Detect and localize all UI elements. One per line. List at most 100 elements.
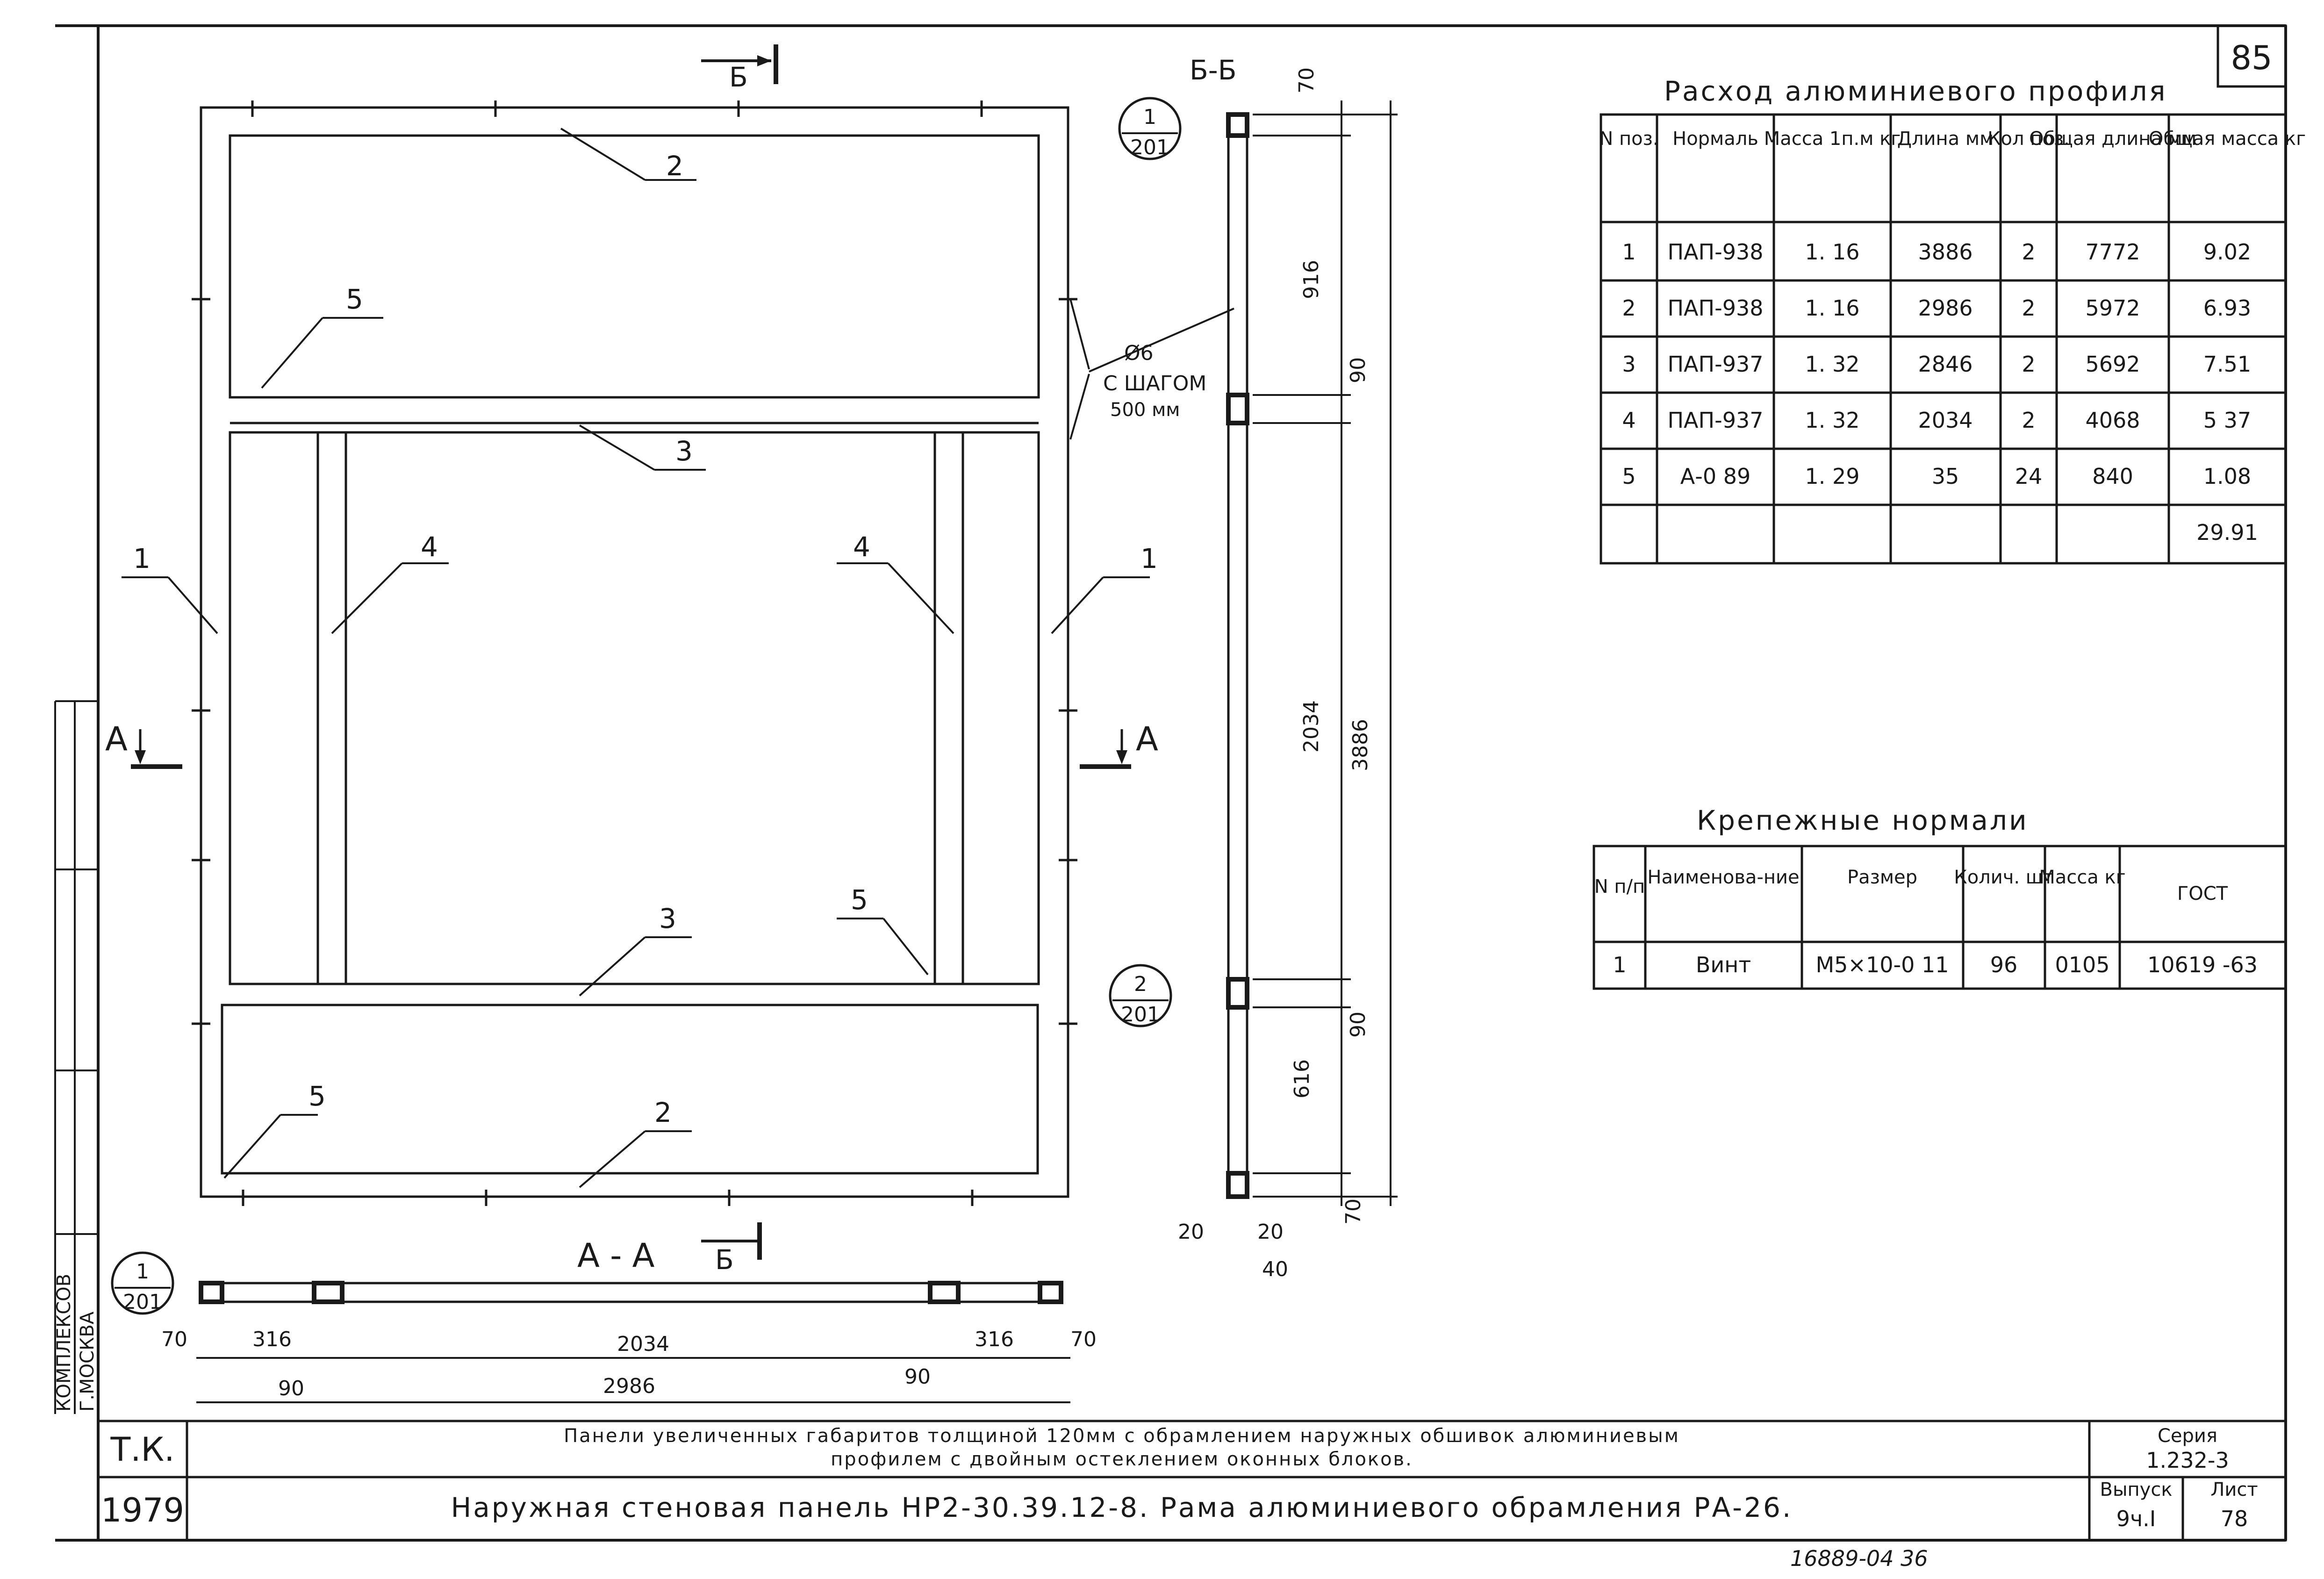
dim-bb-70-top: 70	[1295, 67, 1319, 93]
svg-text:35: 35	[1932, 464, 1959, 489]
svg-text:Винт: Винт	[1696, 952, 1751, 977]
dim-aa-316-left: 316	[252, 1328, 292, 1351]
svg-text:Б-Б: Б-Б	[1190, 54, 1237, 86]
svg-text:96: 96	[1990, 952, 2018, 977]
svg-text:10619 -63: 10619 -63	[2147, 952, 2258, 977]
page-number-box: 85	[2216, 24, 2287, 88]
svg-text:5: 5	[1622, 464, 1635, 489]
svg-text:840: 840	[2092, 464, 2133, 489]
fastener-table-title: Крепежные нормали	[1697, 804, 2029, 836]
sheet-value: 78	[2221, 1506, 2248, 1531]
outer-frame	[200, 106, 1069, 1198]
pos-label-4-right: 4	[853, 531, 870, 563]
dim-bb-70-bot: 70	[1341, 1199, 1365, 1225]
svg-text:500 мм: 500 мм	[1110, 399, 1180, 421]
stamp-org-line2: Г.МОСКВА	[77, 1311, 98, 1412]
title-block-subtitle-2: профилем с двойным остеклением оконных б…	[831, 1449, 1413, 1470]
title-block-title: Наружная стеновая панель НР2-30.39.12-8.…	[451, 1492, 1793, 1523]
title-block-subtitle-1: Панели увеличенных габаритов толщиной 12…	[564, 1425, 1680, 1447]
svg-text:1. 32: 1. 32	[1805, 408, 1859, 433]
fastener-th-qty: Колич. шт	[1954, 867, 2053, 888]
fastener-th-mass: Масса кг	[2039, 867, 2125, 888]
node-callout-1-201-bottom: 1 201	[111, 1251, 174, 1315]
top-pane	[229, 134, 1040, 399]
svg-text:201: 201	[1130, 136, 1169, 159]
series-value: 1.232-3	[2146, 1448, 2229, 1473]
svg-text:А: А	[1136, 720, 1158, 758]
bolt-note: Ø6 С ШАГОМ 500 мм	[1069, 299, 1234, 440]
pos-label-2-bottom: 2	[654, 1097, 672, 1128]
title-block: Т.К. 1979 Панели увеличенных габаритов т…	[97, 1420, 2287, 1542]
position-leaders	[122, 128, 1150, 1188]
svg-text:24: 24	[2015, 464, 2043, 489]
svg-text:Ø6: Ø6	[1124, 341, 1154, 365]
dim-bb-40: 40	[1262, 1257, 1288, 1281]
svg-text:7772: 7772	[2085, 239, 2140, 265]
svg-text:2986: 2986	[1918, 295, 1973, 321]
svg-text:6.93: 6.93	[2203, 295, 2251, 321]
svg-text:Б: Б	[729, 61, 748, 93]
left-margin-stamp: КОМПЛЕКСОВ Г.МОСКВА	[53, 700, 98, 1414]
pos-label-5-top: 5	[346, 283, 363, 315]
pos-label-2-top: 2	[666, 150, 683, 182]
svg-text:ПАП-937: ПАП-937	[1667, 352, 1763, 377]
pos-label-3-bottom: 3	[659, 903, 676, 934]
dim-aa-70-right: 70	[1070, 1328, 1097, 1351]
bottom-pane	[221, 1004, 1039, 1175]
section-marker-b-top: Б	[701, 44, 778, 93]
pos-label-1-right: 1	[1140, 543, 1158, 574]
svg-text:201: 201	[1121, 1003, 1160, 1026]
svg-text:1.08: 1.08	[2203, 464, 2251, 489]
svg-text:А - А: А - А	[577, 1236, 655, 1275]
svg-text:ПАП-937: ПАП-937	[1667, 408, 1763, 433]
pos-label-3-top: 3	[675, 435, 693, 467]
node-callout-2-201: 2 201	[1109, 964, 1172, 1027]
svg-text:2034: 2034	[1918, 408, 1973, 433]
svg-text:5 37: 5 37	[2203, 408, 2251, 433]
table-row: 1 Винт М5×10-0 11 96 0105 10619 -63	[1613, 952, 2258, 977]
svg-text:9.02: 9.02	[2203, 239, 2251, 265]
table-row: 3 ПАП-937 1. 32 2846 2 5692 7.51	[1622, 352, 2251, 377]
issue-value: 9ч.I	[2116, 1506, 2156, 1531]
title-block-year: 1979	[101, 1491, 184, 1529]
fastener-table: Крепежные нормали N п/п Наименова-ние Ра…	[1592, 804, 2287, 990]
svg-text:3886: 3886	[1918, 239, 1973, 265]
svg-text:2: 2	[2022, 352, 2035, 377]
svg-text:2: 2	[1622, 295, 1635, 321]
svg-text:А-0 89: А-0 89	[1680, 464, 1751, 489]
issue-label: Выпуск	[2100, 1479, 2173, 1500]
svg-text:85: 85	[2231, 39, 2272, 77]
table-row: 5 А-0 89 1. 29 35 24 840 1.08	[1622, 464, 2251, 489]
svg-text:1. 16: 1. 16	[1805, 295, 1859, 321]
dim-aa-90-left: 90	[278, 1377, 304, 1400]
section-marker-a-left: А	[105, 720, 182, 769]
pos-label-5-bottom: 5	[308, 1080, 326, 1112]
table-row: 4 ПАП-937 1. 32 2034 2 4068 5 37	[1622, 408, 2251, 433]
svg-text:2: 2	[2022, 408, 2035, 433]
section-bb: Б-Б 70 916 90 2034 3886 90 616 70 20 20 …	[1178, 54, 1398, 1281]
svg-text:1. 16: 1. 16	[1805, 239, 1859, 265]
stamp-org-line1: КОМПЛЕКСОВ	[53, 1274, 75, 1412]
dim-bb-916: 916	[1299, 260, 1323, 299]
profile-th-mass: Масса 1п.м кг	[1764, 128, 1901, 150]
pos-label-4-left: 4	[421, 531, 438, 563]
section-aa: А - А Б 70 316 2034 316 70 90 2986 90	[161, 1222, 1097, 1403]
profile-th-total-mass: Общая масса кг	[2149, 128, 2306, 150]
dim-bb-20-right: 20	[1257, 1220, 1284, 1244]
svg-text:С ШАГОМ: С ШАГОМ	[1103, 372, 1206, 395]
profile-total: 29.91	[2196, 520, 2258, 545]
profile-th-pos: N поз.	[1599, 128, 1658, 150]
svg-text:2846: 2846	[1918, 352, 1973, 377]
svg-text:1. 29: 1. 29	[1805, 464, 1859, 489]
fastener-th-size: Размер	[1847, 867, 1917, 888]
svg-text:2: 2	[1134, 972, 1147, 996]
dim-bb-20-left: 20	[1178, 1220, 1204, 1244]
svg-text:2: 2	[2022, 295, 2035, 321]
node-callout-1-201: 1 201	[1118, 97, 1182, 160]
table-row: 1 ПАП-938 1. 16 3886 2 7772 9.02	[1622, 239, 2251, 265]
svg-text:5972: 5972	[2085, 295, 2140, 321]
dim-aa-2986: 2986	[603, 1374, 655, 1398]
svg-text:ПАП-938: ПАП-938	[1667, 295, 1763, 321]
frame-elevation	[200, 106, 1069, 1198]
svg-text:А: А	[105, 720, 128, 758]
